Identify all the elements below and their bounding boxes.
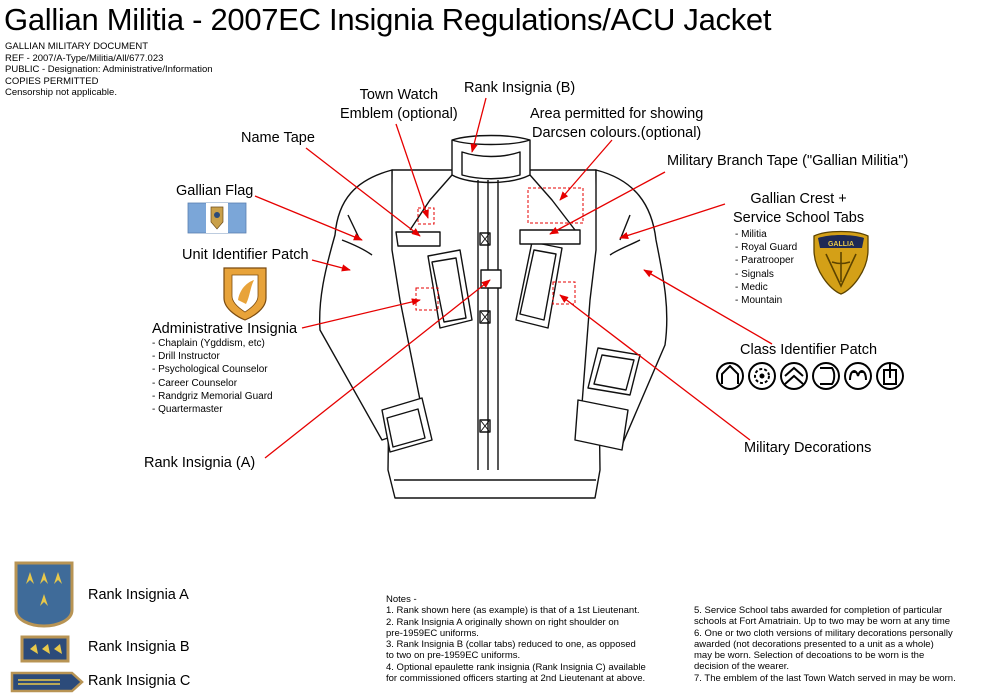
admin-item: - Randgriz Memorial Guard [152, 390, 273, 402]
gallian-crest: GALLIA [813, 230, 869, 295]
rank-insignia-c-image [10, 671, 84, 693]
document-header: GALLIAN MILITARY DOCUMENT REF - 2007/A-T… [5, 41, 213, 99]
school-tab-item: - Royal Guard [735, 242, 798, 254]
rank-insignia-b-image [20, 635, 70, 663]
label-branch-tape: Military Branch Tape ("Gallian Militia") [667, 153, 909, 169]
note-line: for commissioned officers starting at 2n… [386, 673, 646, 685]
document-title: Gallian Militia - 2007EC Insignia Regula… [4, 2, 772, 37]
note-line: schools at Fort Amatriain. Up to two may… [694, 616, 951, 628]
arrow-rank-a [264, 279, 491, 459]
legend-rank-a-label: Rank Insignia A [88, 587, 189, 603]
note-line: awarded (not decorations presented to a … [694, 638, 934, 650]
label-town-watch-line1: Town Watch [359, 87, 439, 103]
lancer-class-icon [812, 362, 840, 390]
acu-jacket-drawing [318, 134, 668, 499]
crest-text: GALLIA [828, 241, 854, 248]
arrow-town-watch [395, 123, 429, 219]
arrow-class-patch [643, 269, 773, 345]
engineer-class-icon [844, 362, 872, 390]
school-tab-item: - Paratrooper [735, 255, 794, 267]
note-line: 7. The emblem of the last Town Watch ser… [694, 672, 956, 684]
sniper-class-icon [748, 362, 776, 390]
legend-rank-c-label: Rank Insignia C [88, 673, 191, 689]
arrow-admin [301, 298, 421, 329]
doc-reference: REF - 2007/A-Type/Militia/All/677.023 [5, 52, 164, 64]
decorations-area [552, 281, 576, 305]
arrow-rank-b [470, 97, 487, 153]
note-line: 1. Rank shown here (as example) is that … [386, 605, 640, 617]
class-icon-row [716, 362, 904, 390]
label-darcsen-line1: Area permitted for showing [530, 106, 704, 122]
label-gallian-flag: Gallian Flag [176, 183, 254, 199]
note-line: 5. Service School tabs awarded for compl… [694, 605, 943, 616]
notes-left: Notes - 1. Rank shown here (as example) … [386, 594, 646, 684]
label-town-watch-line2: Emblem (optional) [340, 106, 458, 122]
admin-insignia-list: - Chaplain (Ygddism, etc) - Drill Instru… [152, 337, 273, 416]
doc-copies: COPIES PERMITTED [5, 75, 99, 87]
admin-item: - Psychological Counselor [152, 364, 268, 376]
note-line: may be worn. Selection of decoations to … [694, 650, 925, 662]
arrow-gallian-flag [254, 195, 363, 241]
label-darcsen-colours: Area permitted for showing Darcsen colou… [530, 105, 703, 143]
scout-class-icon [716, 362, 744, 390]
note-line: 2. Rank Insignia A originally shown on r… [386, 616, 619, 628]
arrow-name-tape [305, 147, 421, 237]
admin-item: - Quartermaster [152, 404, 223, 416]
rank-insignia-a-image [14, 561, 74, 628]
notes-title: Notes - [386, 594, 417, 605]
note-line: pre-1959EC uniforms. [386, 627, 479, 639]
armoredtech-class-icon [876, 362, 904, 390]
label-gallian-crest: Gallian Crest + Service School Tabs [733, 190, 864, 228]
arrow-unit-patch [311, 259, 351, 272]
doc-censorship: Censorship not applicable. [5, 87, 117, 99]
note-line: 4. Optional epaulette rank insignia (Ran… [386, 661, 646, 673]
admin-item: - Career Counselor [152, 377, 238, 389]
school-tab-item: - Medic [735, 281, 768, 293]
unit-identifier-patch [223, 267, 267, 321]
school-tab-item: - Militia [735, 229, 767, 240]
gallian-flag [187, 202, 247, 234]
school-tab-item: - Signals [735, 268, 774, 280]
legend-rank-b-label: Rank Insignia B [88, 639, 190, 655]
label-class-patch: Class Identifier Patch [740, 342, 878, 358]
town-watch-area [417, 207, 435, 225]
leader-arrows [254, 97, 773, 459]
service-school-tab-list: - Militia - Royal Guard - Paratrooper - … [735, 228, 797, 307]
label-military-decorations: Military Decorations [744, 440, 872, 456]
label-unit-patch: Unit Identifier Patch [182, 247, 309, 263]
arrow-crest [619, 203, 726, 239]
note-line: 6. One or two cloth versions of military… [694, 627, 953, 639]
label-rank-insignia-b: Rank Insignia (B) [464, 80, 576, 96]
label-darcsen-line2: Darcsen colours.(optional) [532, 125, 702, 141]
school-tab-item: - Mountain [735, 295, 783, 307]
label-admin-insignia: Administrative Insignia [152, 321, 298, 337]
arrow-branch-tape [549, 171, 666, 235]
label-crest-line2: Service School Tabs [733, 210, 865, 226]
darcsen-colours-area [527, 187, 584, 224]
note-line: to two on pre-1959EC uniforms. [386, 650, 521, 662]
arrow-darcsen [559, 139, 613, 201]
doc-designation: PUBLIC - Designation: Administrative/Inf… [5, 64, 213, 76]
label-name-tape: Name Tape [241, 130, 315, 146]
notes-right: 5. Service School tabs awarded for compl… [694, 605, 956, 684]
doc-classification: GALLIAN MILITARY DOCUMENT [5, 41, 149, 52]
note-line: 3. Rank Insignia B (collar tabs) reduced… [386, 639, 636, 651]
label-town-watch: Town Watch Emblem (optional) [340, 86, 458, 124]
admin-item: - Chaplain (Ygddism, etc) [152, 338, 265, 349]
label-crest-line1: Gallian Crest + [750, 191, 847, 207]
note-line: decision of the wearer. [694, 661, 790, 673]
admin-item: - Drill Instructor [152, 351, 220, 363]
shocktrooper-class-icon [780, 362, 808, 390]
arrow-decorations [559, 294, 751, 441]
label-rank-insignia-a: Rank Insignia (A) [144, 455, 256, 471]
